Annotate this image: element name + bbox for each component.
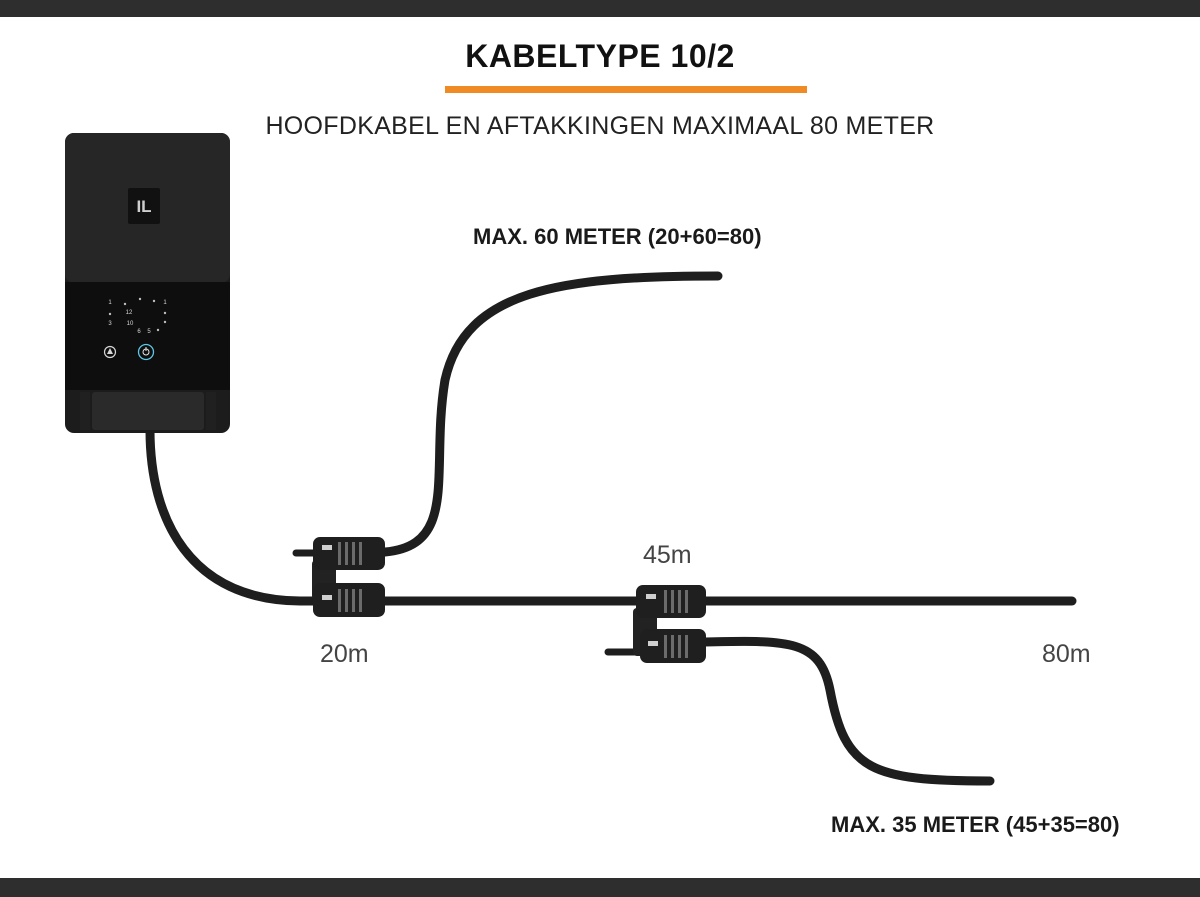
dial-number: 12 xyxy=(126,310,133,316)
branch-bottom-max-label: MAX. 35 METER (45+35=80) xyxy=(831,812,1120,837)
indicator-dots xyxy=(108,297,167,332)
splitter-connector-second xyxy=(633,585,706,663)
power-icon xyxy=(137,343,155,361)
page-title: KABELTYPE 10/2 xyxy=(465,38,735,74)
dial-number: 10 xyxy=(127,321,134,327)
branch-top-max-label: MAX. 60 METER (20+60=80) xyxy=(473,224,762,249)
dial-number: 3 xyxy=(108,321,112,327)
branch-cable-bottom xyxy=(700,636,995,786)
cables xyxy=(145,271,1077,786)
top-border-bar xyxy=(0,0,1200,17)
title-underline xyxy=(445,86,807,93)
distance-label-20m: 20m xyxy=(320,640,369,668)
branch-cable-top xyxy=(380,271,723,557)
distance-label-45m: 45m xyxy=(643,541,692,569)
splitter-connector-first xyxy=(312,537,385,617)
dial-number: 1 xyxy=(108,300,112,306)
dial-number: 1 xyxy=(163,300,167,306)
bottom-border-bar xyxy=(0,878,1200,897)
controller-device: IL 1 12 3 10 6 5 1 xyxy=(65,133,230,433)
page-subtitle: HOOFDKABEL EN AFTAKKINGEN MAXIMAAL 80 ME… xyxy=(265,112,935,140)
dial-number: 5 xyxy=(147,329,151,335)
brand-logo-text: IL xyxy=(136,197,151,216)
brand-logo xyxy=(128,188,160,224)
dial-number: 6 xyxy=(137,329,141,335)
cable-device-to-first-splitter xyxy=(145,425,335,606)
light-icon xyxy=(103,345,117,359)
distance-label-80m: 80m xyxy=(1042,640,1091,668)
